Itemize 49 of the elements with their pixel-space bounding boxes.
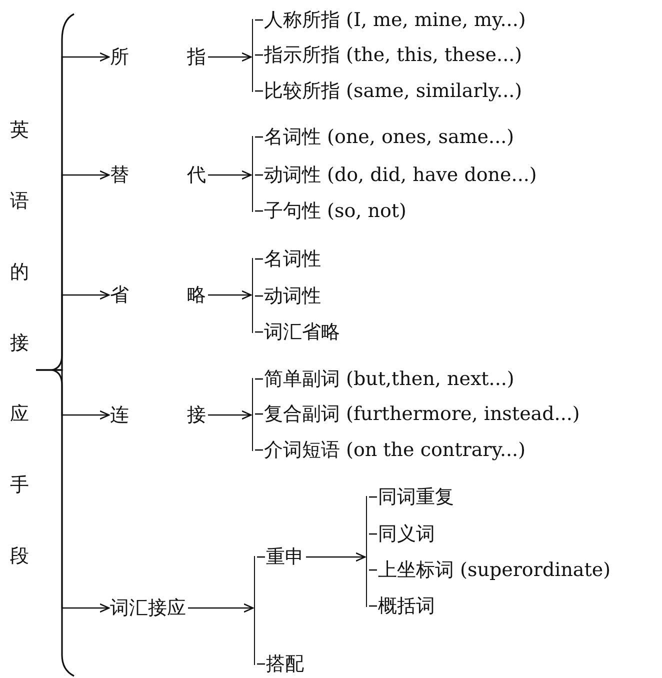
item-label: 简单副词 (but,then, next...) [264,368,514,390]
connector-line [369,569,377,571]
arrow [36,369,110,613]
arrow [306,552,366,562]
category-label: 连接 [110,404,206,426]
arrow [208,52,252,62]
item-label: 概括词 [378,595,435,617]
connector-line [255,295,263,297]
item-label: 名词性 [264,248,321,270]
connector-line [255,174,263,176]
item-label: 动词性 [264,285,321,307]
item-label: 搭配 [266,653,304,675]
connector-line [257,663,265,665]
item-label: 词汇省略 [264,321,340,343]
item-label: 比较所指 (same, similarly...) [264,80,522,102]
arrow [208,170,252,180]
connector-line [255,331,263,333]
item-label: 同义词 [378,523,435,545]
connector-line [369,496,377,498]
connector-line [369,533,377,535]
item-label: 复合副词 (furthermore, instead...) [264,403,580,425]
item-label: 名词性 (one, ones, same...) [264,126,514,148]
item-label: 介词短语 (on the contrary...) [264,439,526,461]
connector-line [255,210,263,212]
connector-line [255,258,263,260]
connector-line [255,413,263,415]
category-label: 所指 [110,46,206,68]
connector-line [255,19,263,21]
category-label: 词汇接应 [110,597,186,619]
arrow [208,410,252,420]
item-label: 动词性 (do, did, have done...) [264,164,537,186]
connector-line [255,54,263,56]
vertical-title: 英语的接应手段 [10,94,32,592]
connector-line [257,556,265,558]
connector-line [255,378,263,380]
category-label: 省略 [110,284,206,306]
item-label: 同词重复 [378,486,454,508]
item-label: 子句性 (so, not) [264,200,406,222]
item-label: 重申 [266,546,304,568]
arrow [188,603,254,613]
connector-line [369,605,377,607]
connector-line [255,90,263,92]
item-label: 人称所指 (I, me, mine, my...) [264,9,526,31]
connector-line [255,449,263,451]
item-label: 上坐标词 (superordinate) [378,559,611,581]
connector-line [255,136,263,138]
arrow [208,290,252,300]
category-label: 替代 [110,164,206,186]
item-label: 指示所指 (the, this, these...) [264,44,522,66]
